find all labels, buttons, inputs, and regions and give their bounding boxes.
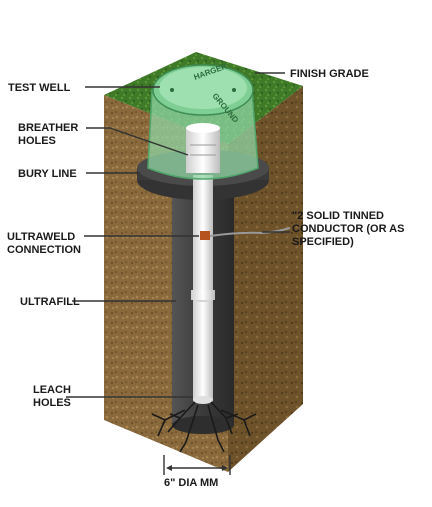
label-breather-holes-line2: HOLES xyxy=(18,135,56,147)
label-conductor-line2: CONDUCTOR (OR AS xyxy=(292,223,404,235)
label-diameter: 6" DIA MM xyxy=(164,477,218,489)
label-test-well: TEST WELL xyxy=(8,82,71,94)
ultraweld-connection-mark xyxy=(200,231,210,240)
test-well-lid: HARGER GROUND xyxy=(152,61,254,125)
label-ultraweld-line2: CONNECTION xyxy=(7,244,81,256)
label-conductor-line1: "2 SOLID TINNED xyxy=(292,210,384,222)
label-finish-grade: FINISH GRADE xyxy=(290,68,369,80)
label-ultraweld-line1: ULTRAWELD xyxy=(7,231,75,243)
test-well-dome xyxy=(147,89,259,180)
leader-lines xyxy=(66,72,290,475)
label-ultrafill: ULTRAFILL xyxy=(20,296,80,308)
ground-rod xyxy=(191,175,215,404)
label-leach-holes-line2: HOLES xyxy=(33,397,71,409)
label-conductor-line3: SPECIFIED) xyxy=(292,236,354,248)
label-bury-line: BURY LINE xyxy=(18,168,77,180)
leach-roots xyxy=(151,401,257,453)
conductor-wire xyxy=(200,227,291,240)
label-breather-holes-line1: BREATHER xyxy=(18,122,78,134)
label-leach-holes-line1: LEACH xyxy=(33,384,71,396)
